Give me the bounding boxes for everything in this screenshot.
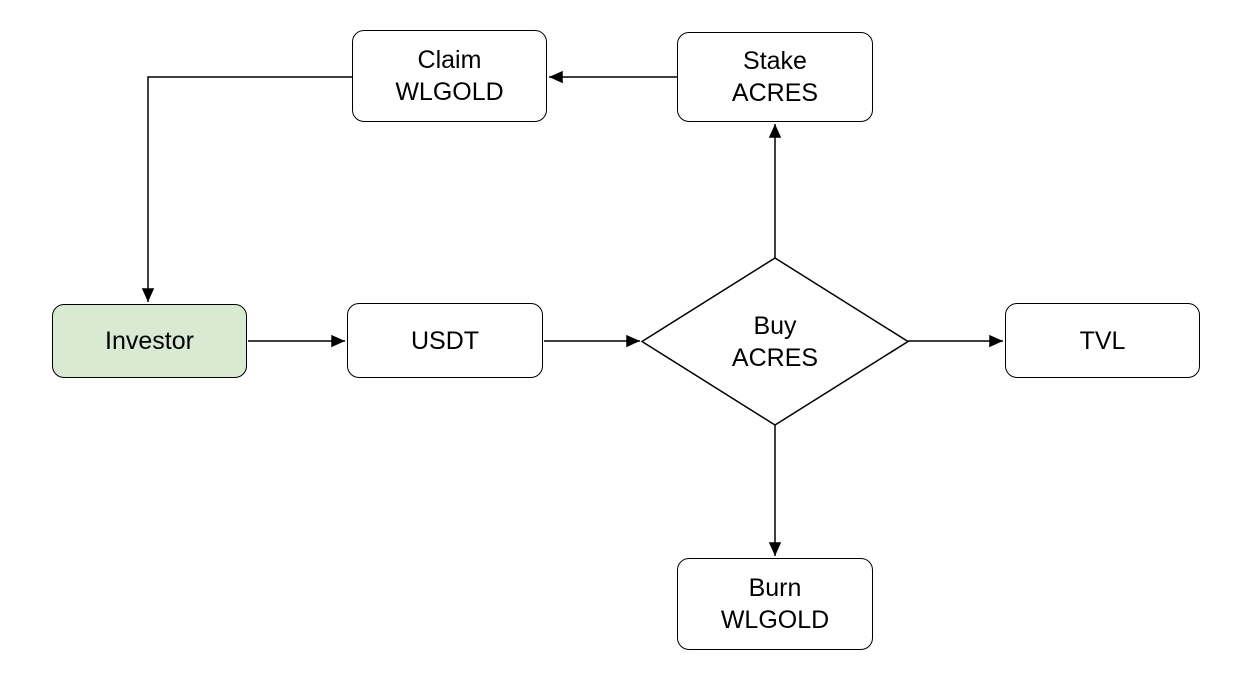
- node-tvl-label: TVL: [1079, 326, 1126, 355]
- node-usdt-label: USDT: [410, 326, 480, 355]
- node-stake-acres: Stake ACRES: [677, 32, 873, 122]
- node-investor: Investor: [52, 304, 247, 378]
- node-stake-acres-label: Stake ACRES: [731, 47, 819, 107]
- node-burn-wlgold: Burn WLGOLD: [677, 558, 873, 650]
- node-claim-wlgold: Claim WLGOLD: [352, 30, 547, 122]
- node-tvl: TVL: [1005, 303, 1200, 378]
- node-usdt: USDT: [347, 303, 543, 378]
- diamond-buy-acres-shape: [640, 257, 910, 426]
- node-investor-label: Investor: [105, 327, 194, 355]
- node-burn-wlgold-label: Burn WLGOLD: [720, 574, 830, 634]
- edge-claim-wlgold-investor: [141, 76, 352, 302]
- node-claim-wlgold-label: Claim WLGOLD: [395, 46, 504, 106]
